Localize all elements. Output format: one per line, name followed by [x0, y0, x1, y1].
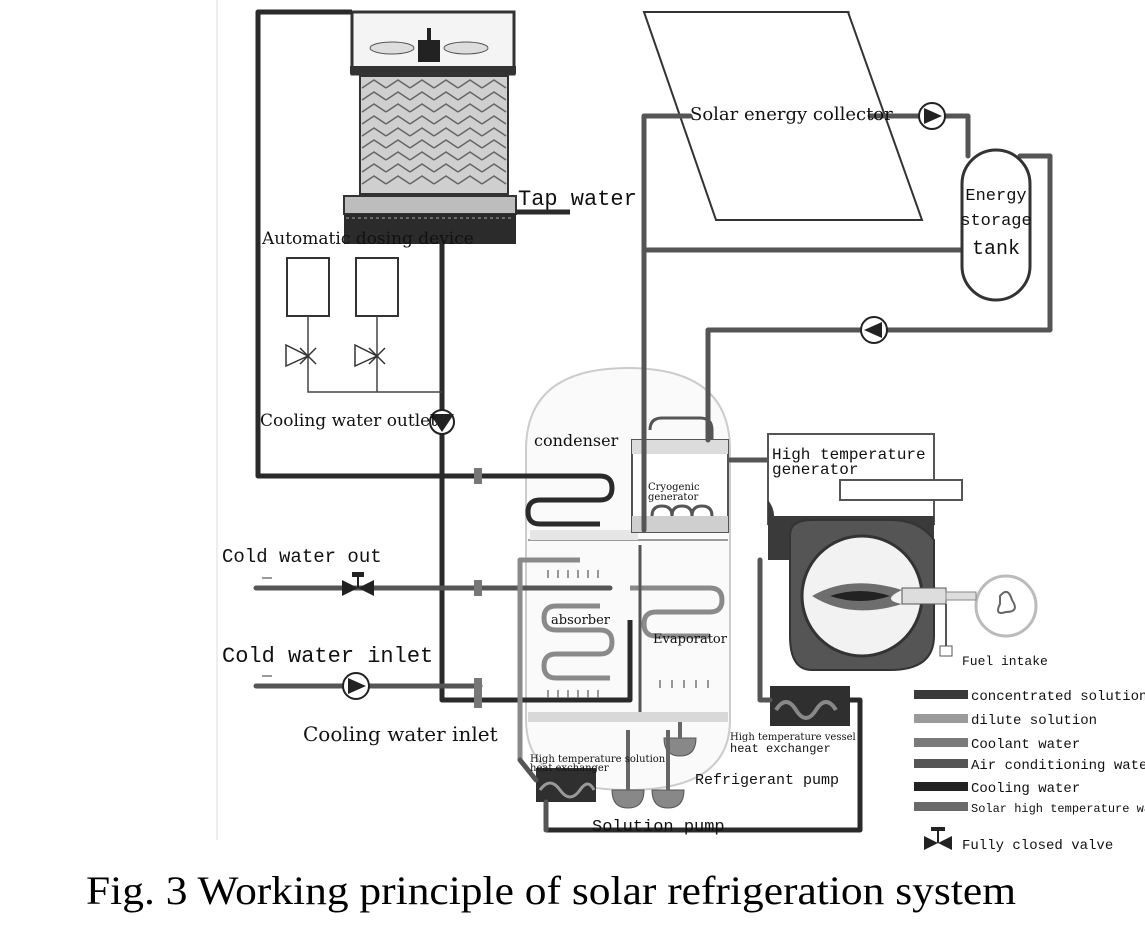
dosing-device-label: Automatic dosing device	[261, 229, 474, 249]
legend-swatch	[914, 759, 968, 768]
evaporator-label: Evaporator	[653, 632, 728, 647]
high-temp-generator	[767, 433, 1038, 671]
cold-water-out-label: Cold water out	[222, 546, 382, 568]
legend-label: concentrated solution	[971, 689, 1145, 705]
legend: concentrated solution dilute solutionCool…	[914, 689, 1145, 816]
cooling-water-inlet-label: Cooling water inlet	[303, 722, 498, 746]
legend-label: Air conditioning water	[971, 758, 1145, 774]
figure-caption: Fig. 3 Working principle of solar refrig…	[86, 868, 1016, 913]
storage-tank-label-line2: storage	[960, 212, 1031, 231]
storage-tank-label-line1: Energy	[965, 187, 1026, 206]
legend-swatch	[914, 782, 968, 791]
solar-collector-label: Solar energy collector	[690, 104, 893, 125]
legend-label: dilute solution	[971, 713, 1097, 729]
tank-return-pipe	[705, 153, 1053, 348]
htv-heat-exchanger-label-line1: High temperature vessel	[730, 732, 856, 743]
high-temp-generator-label-line1: High temperature	[772, 446, 926, 464]
cold-water-inlet-label: Cold water inlet	[222, 644, 433, 669]
solar-collector	[642, 11, 924, 221]
cooling-water-outlet-pipe	[255, 9, 478, 479]
legend-valve-label: Fully closed valve	[962, 838, 1113, 854]
legend-swatch	[914, 738, 968, 747]
energy-storage-tank	[960, 148, 1032, 302]
htv-heat-exchanger-label-line2: heat exchanger	[730, 742, 831, 756]
legend-label: Solar high temperature water	[971, 802, 1145, 816]
cryogenic-generator-label-line1: Cryogenic	[648, 482, 700, 493]
solar-supply-pipe	[641, 113, 693, 348]
condenser-label: condenser	[534, 431, 619, 450]
legend-label: Coolant water	[971, 737, 1080, 753]
fuel-intake-label: Fuel intake	[962, 654, 1048, 669]
cooling-water-outlet-label: Cooling water outlet	[260, 411, 437, 431]
absorber-label: absorber	[551, 613, 611, 628]
legend-swatch	[914, 802, 968, 811]
cooling-water-outlet-pump-icon	[429, 409, 455, 435]
refrigerant-pump-label: Refrigerant pump	[695, 772, 839, 789]
dosing-device	[285, 257, 442, 393]
legend-swatch	[914, 690, 968, 699]
htv-heat-exchanger	[546, 557, 863, 833]
solar-collector-to-tank-pipe	[867, 113, 971, 159]
tap-water-label: Tap water	[518, 187, 637, 212]
legend-valve-item: Fully closed valve	[924, 827, 1113, 854]
legend-swatch	[914, 714, 968, 723]
return-pump-icon	[860, 316, 888, 344]
cooling-water-return-pipe	[439, 244, 480, 703]
storage-tank-label-line3: tank	[972, 238, 1020, 261]
hts-heat-exchanger-label-line1: High temperature solution	[530, 754, 666, 765]
legend-label: Cooling water	[971, 781, 1080, 797]
high-temp-generator-label-line2: generator	[772, 461, 858, 479]
hts-heat-exchanger	[517, 557, 596, 833]
cooling-tower	[343, 10, 517, 244]
hts-heat-exchanger-label-line2: heat exchanger	[530, 763, 609, 774]
solution-pump-label: Solution pump	[592, 818, 725, 837]
cold-water-lines	[253, 468, 483, 708]
cryogenic-generator-label-line2: generator	[648, 492, 698, 503]
cryogenic-generator	[631, 416, 729, 533]
pump-icons	[611, 722, 697, 809]
solar-pump-icon	[918, 102, 946, 130]
